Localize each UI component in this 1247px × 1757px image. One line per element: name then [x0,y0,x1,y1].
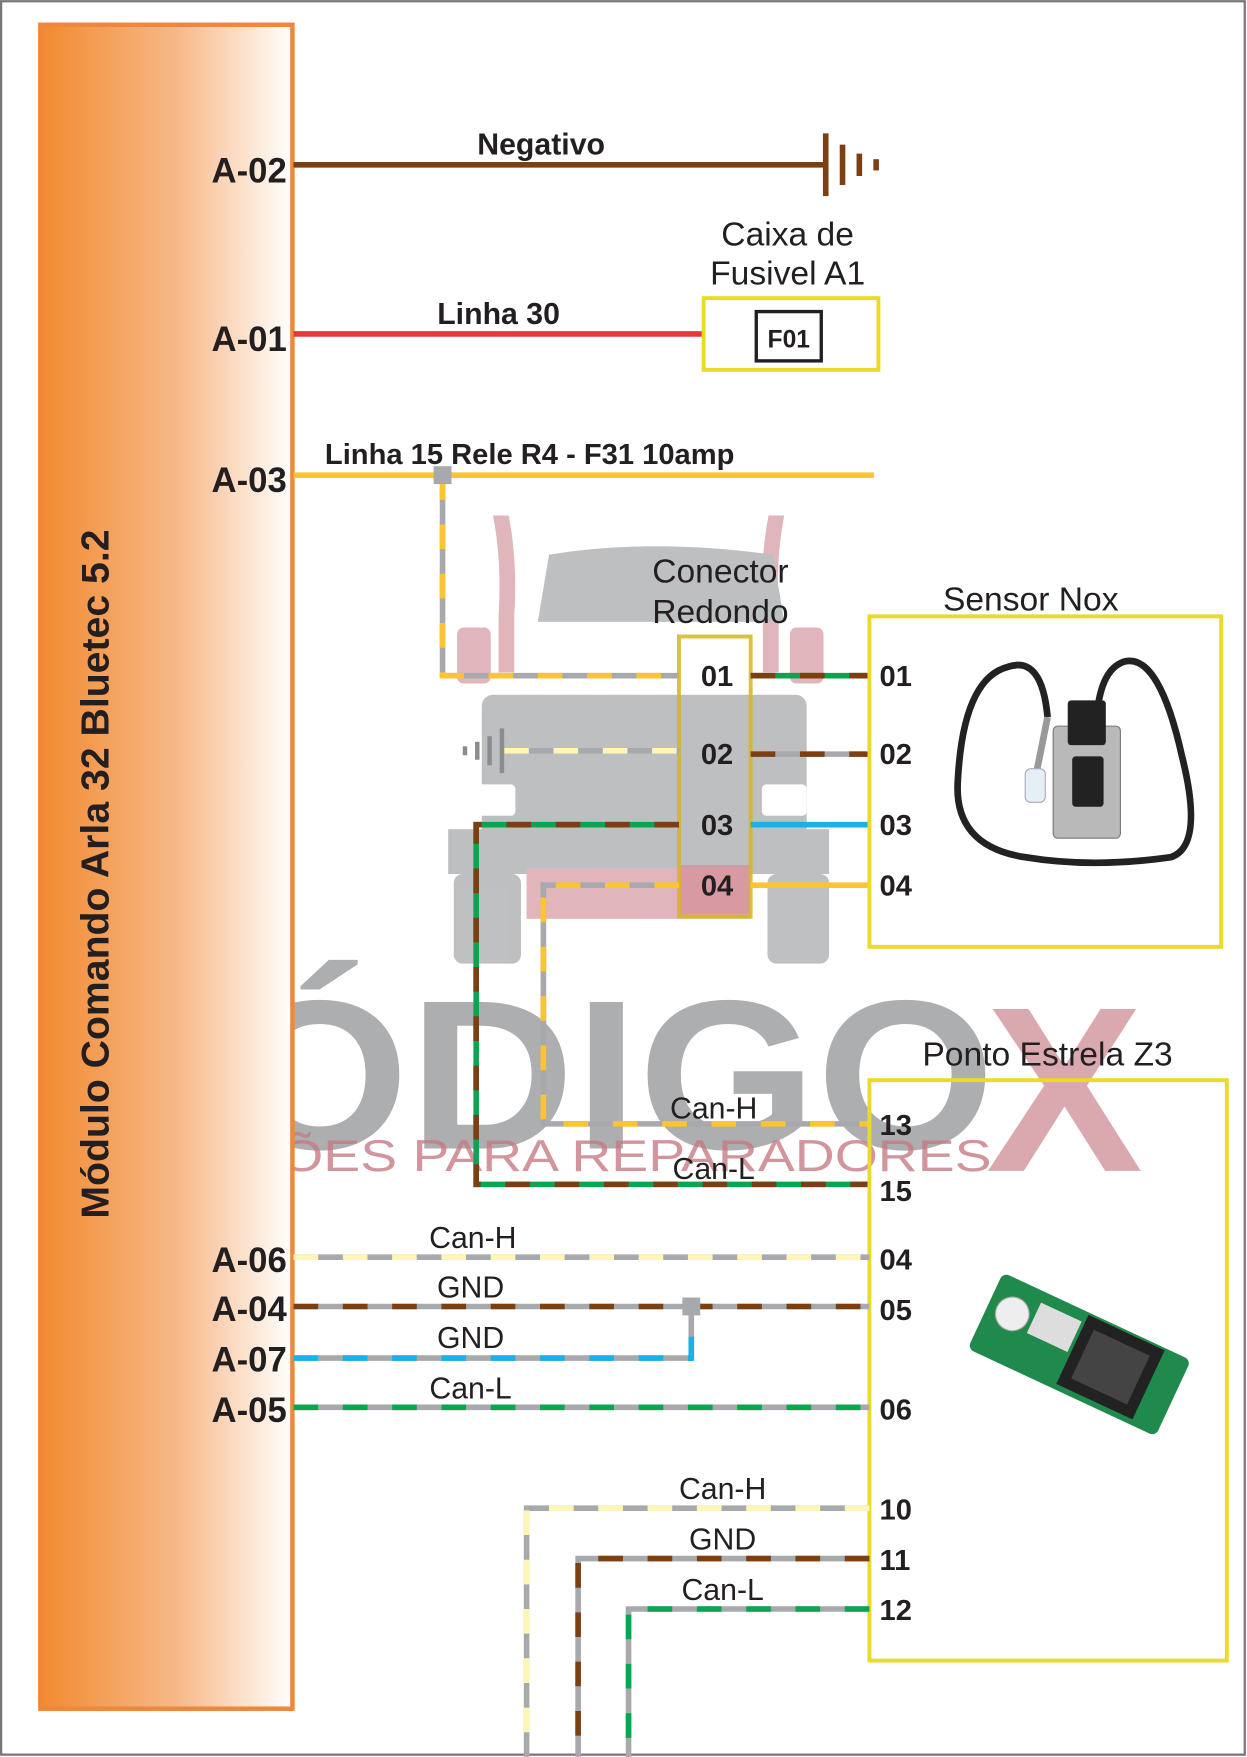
label-can-l-12: Can-L [681,1574,763,1607]
fuse-box-title-2: Fusivel A1 [710,256,865,293]
ponto-estrela-pin: 04 [880,1245,913,1277]
label-can-h-a06: Can-H [429,1222,516,1255]
ground-icon [822,133,879,197]
pin-a03: A-03 [212,462,287,500]
wire-can-h-connector-04-to-13 [540,882,870,1127]
fuse-box [701,296,881,372]
sensor-nox-pin: 01 [880,661,912,693]
watermark-brand-x: X [986,958,1143,1221]
wire-connector-02-ground [462,728,679,774]
fuse-f01 [754,309,823,363]
wire-can-l-connector-03-to-15 [473,821,870,1188]
ponto-estrela-pin: 06 [880,1395,912,1427]
module-bar [38,22,295,1711]
connector-box [676,634,753,919]
pin-a01: A-01 [212,321,287,359]
pin-a06: A-06 [212,1242,287,1280]
ponto-estrela-pin: 12 [880,1595,912,1627]
connector-title-1: Conector [652,554,788,591]
splice-junction [433,466,452,485]
sensor-nox-box [867,614,1224,949]
wire-gnd-11 [575,1555,870,1757]
label-linha30: Linha 30 [437,298,560,331]
wire-a07-stripe [293,1306,695,1361]
ponto-estrela-pin: 11 [880,1545,911,1577]
wire-linha15-to-connector-01 [439,475,679,679]
sensor-nox-title: Sensor Nox [943,582,1119,619]
watermark-truck [448,515,830,964]
connector-pin: 02 [701,739,733,771]
label-can-h-10: Can-H [679,1473,766,1506]
label-can-l-a05: Can-L [429,1372,511,1405]
sensor-nox-pin: 04 [880,870,913,902]
label-gnd-a07: GND [437,1322,504,1355]
ponto-estrela-pin: 05 [880,1295,912,1327]
sensor-nox-image [954,657,1195,867]
ground-icon [462,728,505,774]
label-linha15: Linha 15 Rele R4 - F31 10amp [325,439,735,471]
connector-pin: 03 [701,810,733,842]
ponto-estrela-pin: 15 [880,1176,912,1208]
ponto-estrela-pin: 13 [880,1110,912,1142]
ponto-estrela-image [969,1274,1189,1435]
label-negativo: Negativo [477,129,605,162]
fuse-label: F01 [768,326,811,353]
ponto-estrela-pin: 10 [880,1494,912,1526]
ponto-estrela-title: Ponto Estrela Z3 [922,1037,1172,1074]
connector-pin: 01 [701,661,733,693]
pin-a02: A-02 [212,153,287,191]
wire-can-h-10-stripe [523,1505,870,1757]
connector-pin04-highlight [680,865,750,915]
module-title: Módulo Comando Arla 32 Bluetec 5.2 [75,529,118,1218]
label-gnd-a04: GND [437,1272,504,1305]
connector-pin: 04 [701,870,734,902]
label-gnd-11: GND [689,1524,756,1557]
label-can-l-15: Can-L [672,1153,754,1186]
pin-a07: A-07 [212,1341,287,1379]
sensor-nox-pin: 02 [880,739,912,771]
ponto-estrela-box [867,1078,1229,1663]
pin-a05: A-05 [212,1392,287,1430]
wire-can-l-12 [625,1606,870,1757]
sensor-nox-pin: 03 [880,810,912,842]
connector-title-2: Redondo [652,594,788,631]
splice-junction [682,1297,701,1316]
pin-a04: A-04 [212,1291,288,1329]
label-can-h-13: Can-H [670,1092,757,1125]
fuse-box-title-1: Caixa de [721,216,854,253]
